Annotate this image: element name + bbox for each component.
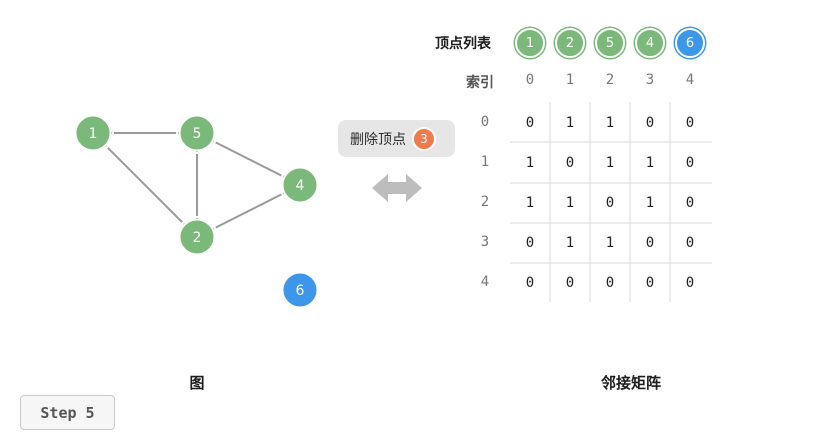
matrix-cell: 1 [565,235,575,251]
graph-caption: 图 [189,374,205,392]
row-index: 4 [480,274,490,290]
matrix-cell: 1 [605,115,615,131]
graph-node-1: 1 [72,112,114,154]
column-index: 2 [605,72,615,88]
vertex-list-item: 5 [595,28,625,58]
graph-edge-1-2 [92,132,198,238]
vertex-list-item: 1 [515,28,545,58]
matrix-caption: 邻接矩阵 [600,374,662,392]
matrix-cell: 1 [525,155,535,171]
matrix-cell: 1 [645,155,655,171]
matrix-cell: 0 [685,275,695,291]
matrix-cell: 0 [565,275,575,291]
matrix-cell: 1 [565,195,575,211]
graph-node-label: 4 [296,178,305,194]
row-index: 0 [480,114,490,130]
vertex-list-title: 顶点列表 [435,36,491,52]
matrix-cell: 0 [605,275,615,291]
matrix-cell: 0 [605,195,615,211]
matrix-cell: 0 [685,155,695,171]
graph-node-2: 2 [176,216,218,258]
double-arrow-icon [372,174,422,202]
column-index: 4 [685,72,695,88]
operation-text: 删除顶点 [350,131,406,148]
matrix-cell: 1 [525,195,535,211]
matrix-cell: 0 [685,235,695,251]
matrix-cell: 0 [645,115,655,131]
column-index: 0 [525,72,535,88]
matrix-cell: 1 [565,115,575,131]
row-index: 3 [480,234,490,250]
matrix-cell: 0 [645,235,655,251]
vertex-list-item: 6 [675,28,705,58]
matrix-cell: 0 [685,195,695,211]
vertex-list-item: 2 [555,28,585,58]
matrix-cell: 0 [525,275,535,291]
operation-label: 删除顶点 3 [338,120,455,157]
matrix-cell: 1 [605,155,615,171]
matrix-cell: 1 [645,195,655,211]
step-button[interactable]: Step 5 [20,395,115,430]
matrix-cell: 1 [605,235,615,251]
graph-node-label: 2 [193,230,202,246]
matrix-cell: 0 [685,115,695,131]
graph-node-6: 6 [279,269,321,311]
matrix-cell: 0 [525,115,535,131]
graph-node-label: 6 [296,283,305,299]
graph-node-label: 1 [89,126,98,142]
column-index: 3 [645,72,655,88]
graph-node-label: 5 [193,126,202,142]
row-index: 2 [480,194,490,210]
row-index: 1 [480,154,490,170]
vertex-list-item: 4 [635,28,665,58]
index-title: 索引 [466,75,494,91]
matrix-cell: 0 [645,275,655,291]
graph-node-4: 4 [279,164,321,206]
matrix-cell: 0 [525,235,535,251]
column-index: 1 [565,72,575,88]
graph-node-5: 5 [176,112,218,154]
matrix-cell: 0 [565,155,575,171]
graph-nodes: 1 5 4 2 6 [72,112,321,311]
removed-vertex-badge: 3 [412,126,436,151]
